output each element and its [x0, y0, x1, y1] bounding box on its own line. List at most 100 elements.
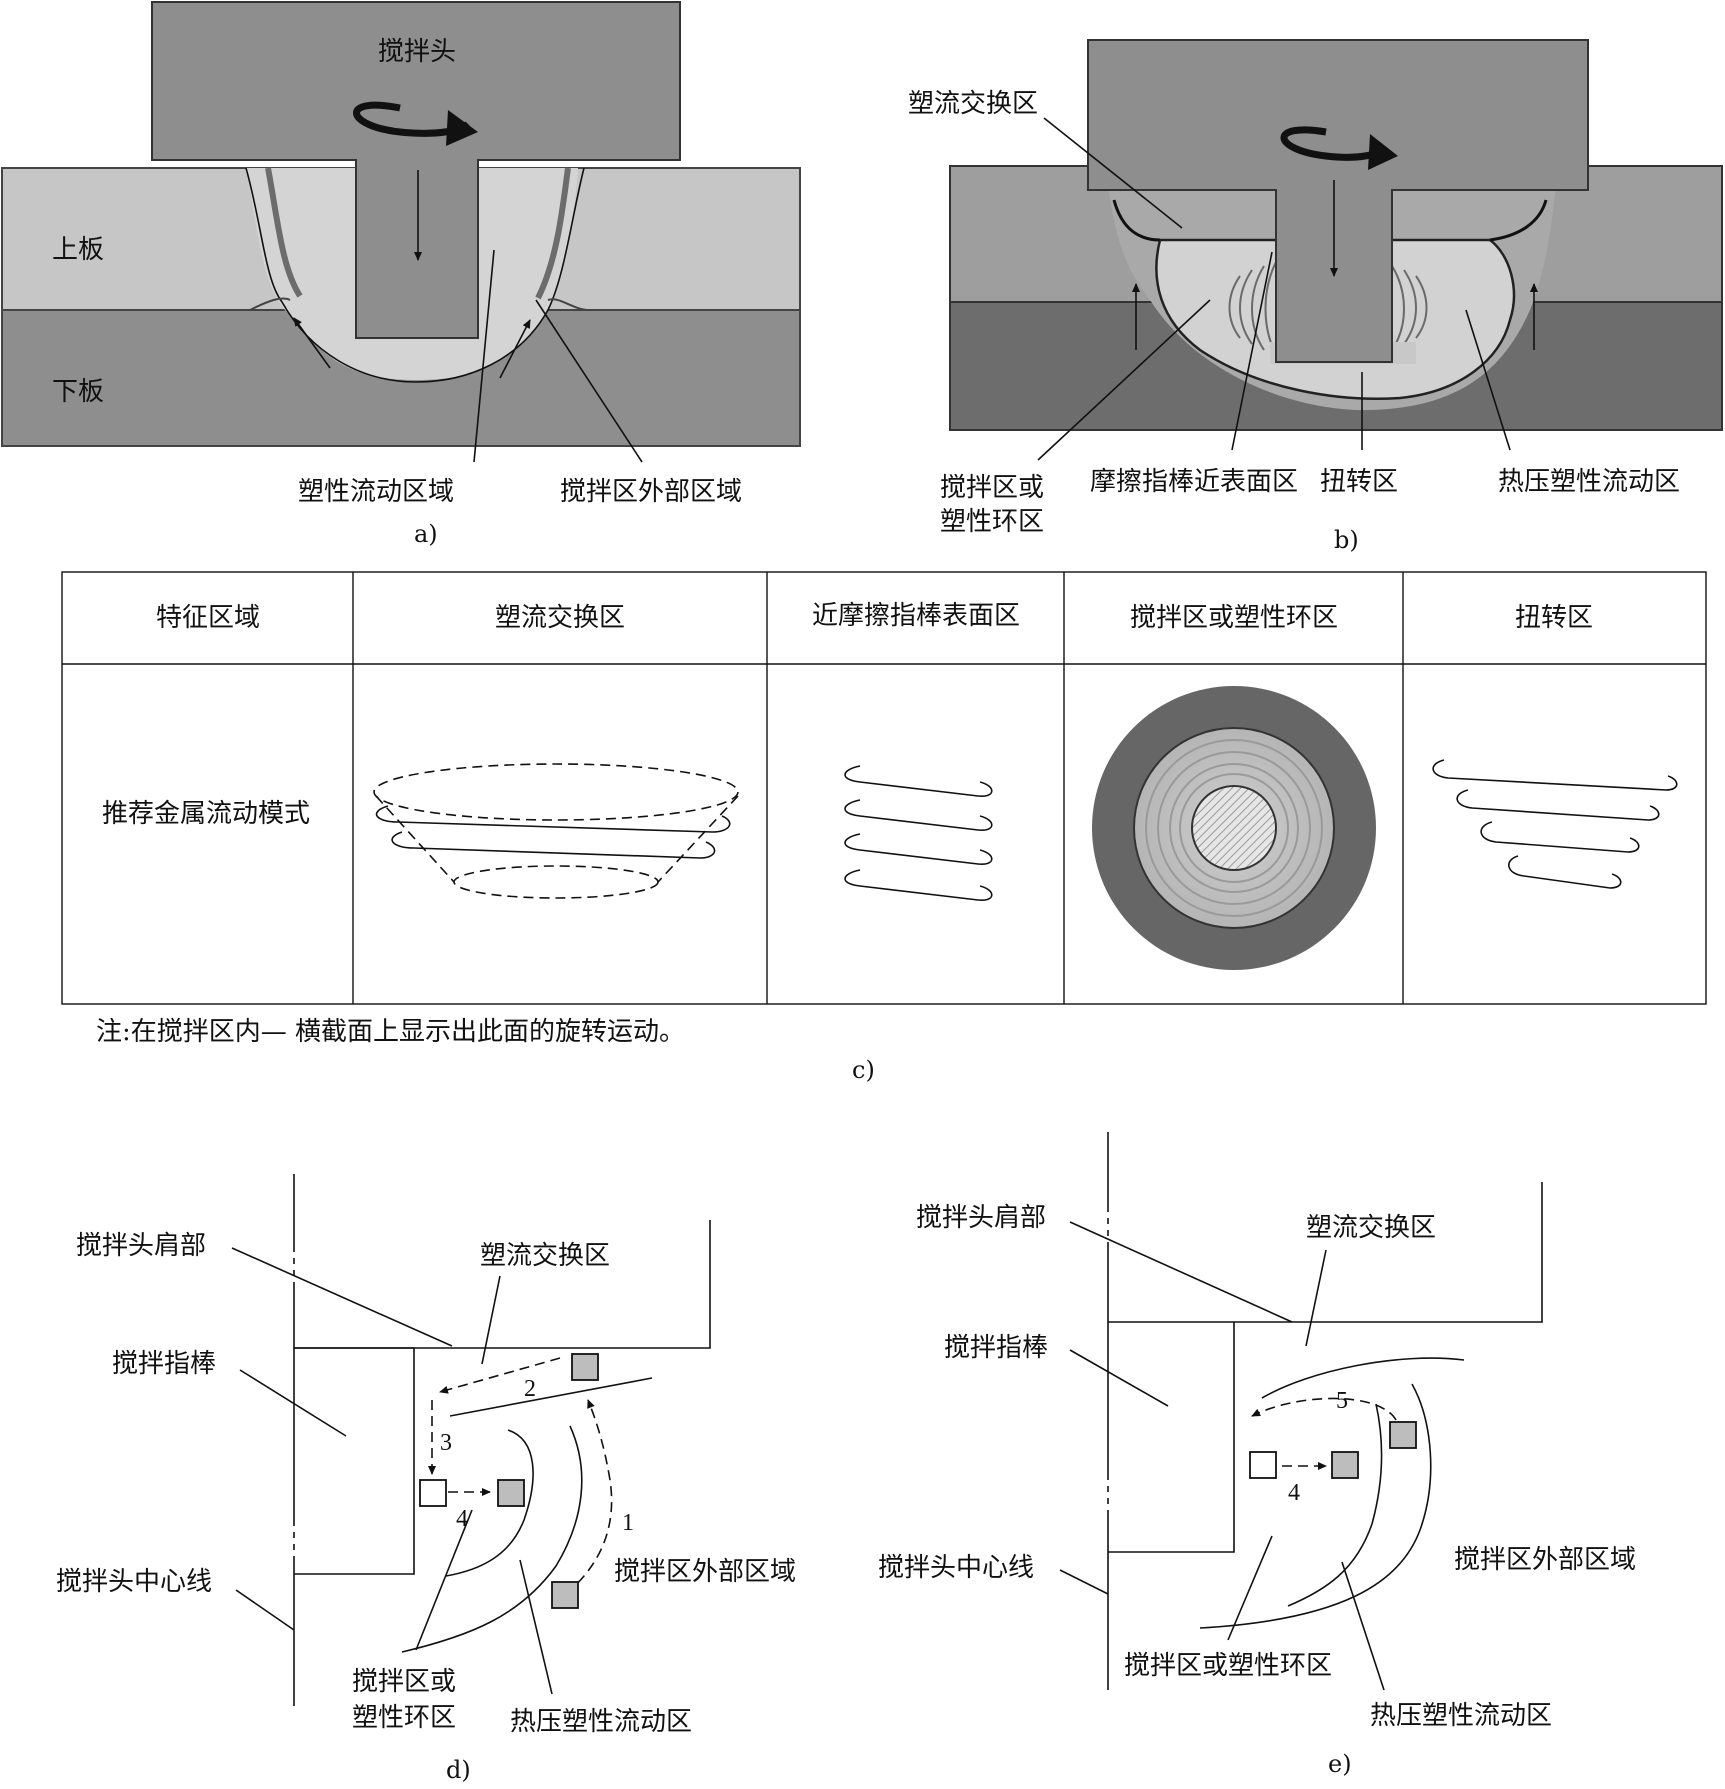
step-1: 1: [622, 1510, 634, 1536]
spiral-turn-2: [391, 831, 716, 859]
top-ellipse: [373, 763, 739, 821]
torsion-line-4: [1508, 855, 1622, 889]
exchange-label: 塑流交换区: [908, 89, 1038, 119]
flow-pattern-near-surface: [844, 765, 993, 901]
particle-pin: [1249, 1451, 1277, 1479]
cone-side-left: [375, 795, 455, 883]
helix-turn-1: [844, 765, 993, 797]
particle-ring: [1331, 1451, 1359, 1479]
exchange-left: [1112, 199, 1161, 242]
panel-c-table: 特征区域 塑流交换区 近摩擦指棒表面区 搅拌区或塑性环区 扭转区 推荐金属流动模…: [61, 571, 1707, 1084]
rotation-arrowhead: [446, 110, 478, 146]
table-header-cell: 特征区域: [156, 603, 260, 633]
ring-boundary-inner: [445, 1429, 534, 1577]
centerline-label: 搅拌头中心线: [56, 1567, 212, 1597]
step-4: 4: [1288, 1480, 1300, 1506]
caption-c: c): [852, 1056, 875, 1084]
exchange-label: 塑流交换区: [1306, 1213, 1436, 1243]
step-2: 2: [524, 1376, 536, 1402]
step-3: 3: [440, 1430, 452, 1456]
panel-a: 搅拌头 上板 下板 塑性流动区域 搅拌区外部区域 a): [1, 1, 801, 548]
flow-layer-right: [535, 167, 571, 300]
panel-d: 1 2 3 4 搅拌头肩部 塑流交换区 搅拌指棒 搅拌头中心线 搅拌区外部区域 …: [56, 1174, 796, 1784]
table-header-cell: 塑流交换区: [495, 603, 625, 633]
near-surface-swirl-right: [1379, 261, 1428, 355]
tool-body: [1087, 39, 1589, 363]
panel-e: 5 4 搅拌头肩部 塑流交换区 搅拌指棒 搅拌头中心线 搅拌区外部区域 搅拌区或…: [878, 1132, 1636, 1778]
helix-turn-2: [844, 799, 993, 831]
table-note: 注:在搅拌区内— 横截面上显示出此面的旋转运动。: [96, 1017, 685, 1047]
plastic-flow-label: 塑性流动区域: [298, 477, 454, 507]
shoulder-label: 搅拌头肩部: [916, 1203, 1046, 1233]
particle-exchange: [1389, 1421, 1417, 1449]
ring-boundary-outer: [1199, 1383, 1432, 1629]
table-header-cell: 近摩擦指棒表面区: [812, 601, 1020, 631]
leader-shoulder: [231, 1247, 453, 1347]
exchange-boundary: [1261, 1357, 1465, 1399]
centerline-label: 搅拌头中心线: [878, 1553, 1034, 1583]
leader-hot-press: [1341, 1561, 1385, 1691]
exchange-right: [1489, 199, 1548, 242]
caption-e: e): [1328, 1750, 1352, 1778]
exchange-boundary: [449, 1377, 653, 1417]
table-border: [61, 571, 1707, 1005]
hot-press-label: 热压塑性流动区: [510, 1707, 692, 1737]
particle-start: [551, 1581, 579, 1609]
near-surface-label: 摩擦指棒近表面区: [1090, 467, 1298, 497]
leader-outer: [535, 299, 643, 463]
leader-centerline: [1059, 1569, 1109, 1595]
tool-body: [151, 1, 681, 339]
particle-pin: [419, 1479, 447, 1507]
upper-plate-label: 上板: [52, 235, 104, 265]
outer-label: 搅拌区外部区域: [614, 1557, 796, 1587]
plastic-flow-boundary-left: [245, 167, 417, 383]
stir-label-line1: 搅拌区或: [352, 1667, 456, 1697]
helix-turn-3: [844, 833, 993, 865]
panel-b: 塑流交换区 搅拌区或 塑性环区 摩擦指棒近表面区 扭转区 热压塑性流动区 b): [908, 39, 1723, 554]
leader-exchange: [1043, 117, 1183, 229]
tool-outline: [294, 1220, 711, 1575]
caption-d: d): [446, 1756, 471, 1784]
leader-pin: [239, 1369, 347, 1437]
tool-label: 搅拌头: [378, 37, 456, 67]
bottom-ellipse: [453, 865, 659, 899]
leader-centerline: [235, 1589, 295, 1631]
shoulder-label: 搅拌头肩部: [76, 1231, 206, 1261]
path-5: [1251, 1397, 1397, 1421]
ring-boundary-outer: [401, 1425, 583, 1653]
pin-label: 搅拌指棒: [944, 1333, 1048, 1363]
flow-layer-left: [265, 167, 303, 298]
flow-pattern-torsion: [1432, 759, 1678, 889]
pin-cross-section: [1191, 785, 1277, 871]
tool-outline: [1108, 1182, 1543, 1553]
leader-stir: [415, 1509, 473, 1651]
leader-plastic-flow: [473, 249, 495, 463]
step-4: 4: [456, 1506, 468, 1532]
leader-shoulder: [1069, 1221, 1293, 1323]
table-header-cell: 扭转区: [1515, 603, 1593, 633]
torsion-line-3: [1480, 821, 1640, 853]
leader-hot-press: [1465, 309, 1511, 451]
hot-press-label: 热压塑性流动区: [1370, 1701, 1552, 1731]
leader-near-surface: [1231, 251, 1273, 451]
leader-exchange: [481, 1275, 501, 1365]
step-5: 5: [1336, 1388, 1348, 1414]
flow-arrow-right: [499, 319, 531, 379]
ring-boundary-inner: [1287, 1403, 1383, 1607]
spiral-turn-1: [375, 805, 731, 833]
ring-band: [1145, 739, 1323, 917]
leader-stir: [1227, 1535, 1273, 1641]
hot-press-label: 热压塑性流动区: [1498, 467, 1680, 497]
path-1: [565, 1399, 613, 1595]
stir-label-line2: 塑性环区: [940, 507, 1044, 537]
leader-stir: [1037, 299, 1211, 461]
particle-exchange: [571, 1353, 599, 1381]
leader-pin: [1069, 1349, 1169, 1407]
stir-label: 搅拌区或塑性环区: [1124, 1651, 1332, 1681]
flow-pattern-stir-ring: [1092, 686, 1376, 970]
stir-label-line2: 塑性环区: [352, 1703, 456, 1733]
flow-pattern-exchange: [373, 763, 739, 899]
exchange-label: 塑流交换区: [480, 1241, 610, 1271]
lower-plate-label: 下板: [52, 377, 104, 407]
